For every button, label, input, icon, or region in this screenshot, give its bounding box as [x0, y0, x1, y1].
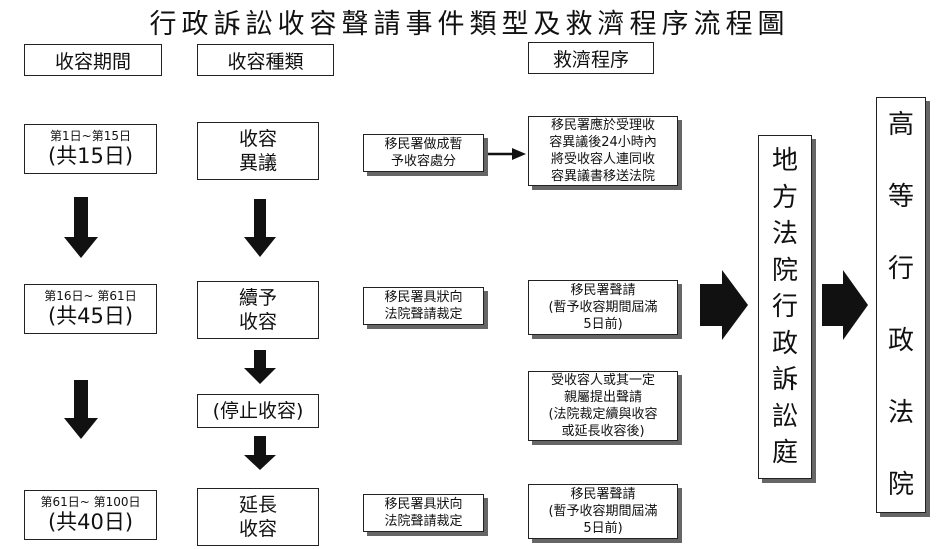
period-box-2: 第16日~ 第61日 (共45日): [24, 284, 157, 334]
high-court-char: 行: [887, 254, 914, 284]
down-arrow-icon: [64, 380, 98, 439]
period-total: (共45日): [47, 304, 134, 328]
remedy-box-4: 移民署聲請 (暫予收容期間屆滿 5日前): [528, 484, 678, 539]
district-court-char: 庭: [771, 438, 798, 468]
header-period: 收容期間: [24, 44, 162, 76]
remedy-box-2: 移民署聲請 (暫予收容期間屆滿 5日前): [528, 280, 678, 335]
high-court-char: 政: [887, 326, 914, 356]
down-arrow-icon: [244, 436, 276, 470]
period-box-1: 第1日~第15日 (共15日): [24, 124, 157, 174]
district-court-char: 法: [771, 219, 798, 249]
action-box-2: 移民署具狀向 法院聲請裁定: [363, 287, 484, 325]
district-court-char: 方: [771, 182, 798, 213]
district-court-char: 行: [771, 292, 798, 322]
high-court-char: 高: [887, 110, 914, 140]
period-range: 第61日~ 第100日: [40, 495, 141, 509]
remedy-box-1: 移民署應於受理收 容異議後24小時內 將受收容人連同收 容異議書移送法院: [528, 116, 678, 186]
page-title: 行政訴訟收容聲請事件類型及救濟程序流程圖: [149, 9, 790, 40]
header-remedy: 救濟程序: [528, 42, 654, 74]
district-court-char: 訟: [771, 401, 798, 432]
high-court-box: 高等行政法院: [876, 97, 926, 513]
high-court-char: 院: [887, 470, 914, 500]
down-arrow-icon: [244, 199, 276, 257]
right-arrow-icon: [700, 270, 748, 340]
district-court-char: 政: [771, 328, 798, 359]
district-court-char: 地: [771, 146, 798, 176]
kind-objection: 收容 異議: [197, 122, 319, 180]
district-court-box: 地方法院行政訴訟庭: [758, 135, 812, 479]
period-range: 第1日~第15日: [50, 129, 131, 143]
high-court-char: 法: [887, 398, 914, 428]
district-court-char: 訴: [771, 365, 798, 395]
down-arrow-icon: [244, 350, 276, 384]
period-range: 第16日~ 第61日: [44, 289, 137, 303]
header-kind: 收容種類: [197, 44, 334, 76]
right-arrow-icon: [512, 148, 526, 160]
down-arrow-icon: [64, 197, 98, 258]
kind-stop: (停止收容): [197, 394, 319, 428]
right-arrow-icon: [822, 270, 868, 340]
period-box-3: 第61日~ 第100日 (共40日): [24, 490, 157, 540]
kind-extend: 續予 收容: [197, 281, 319, 339]
period-total: (共15日): [47, 144, 134, 168]
period-total: (共40日): [47, 510, 134, 534]
remedy-box-3: 受收容人或其一定 親屬提出聲請 (法院裁定續與收容 或延長收容後): [528, 371, 678, 441]
action-box-1: 移民署做成暫 予收容處分: [363, 134, 484, 172]
high-court-char: 等: [887, 182, 914, 212]
kind-prolong: 延長 收容: [197, 488, 319, 546]
district-court-char: 院: [771, 255, 798, 286]
action-box-3: 移民署具狀向 法院聲請裁定: [363, 494, 484, 532]
